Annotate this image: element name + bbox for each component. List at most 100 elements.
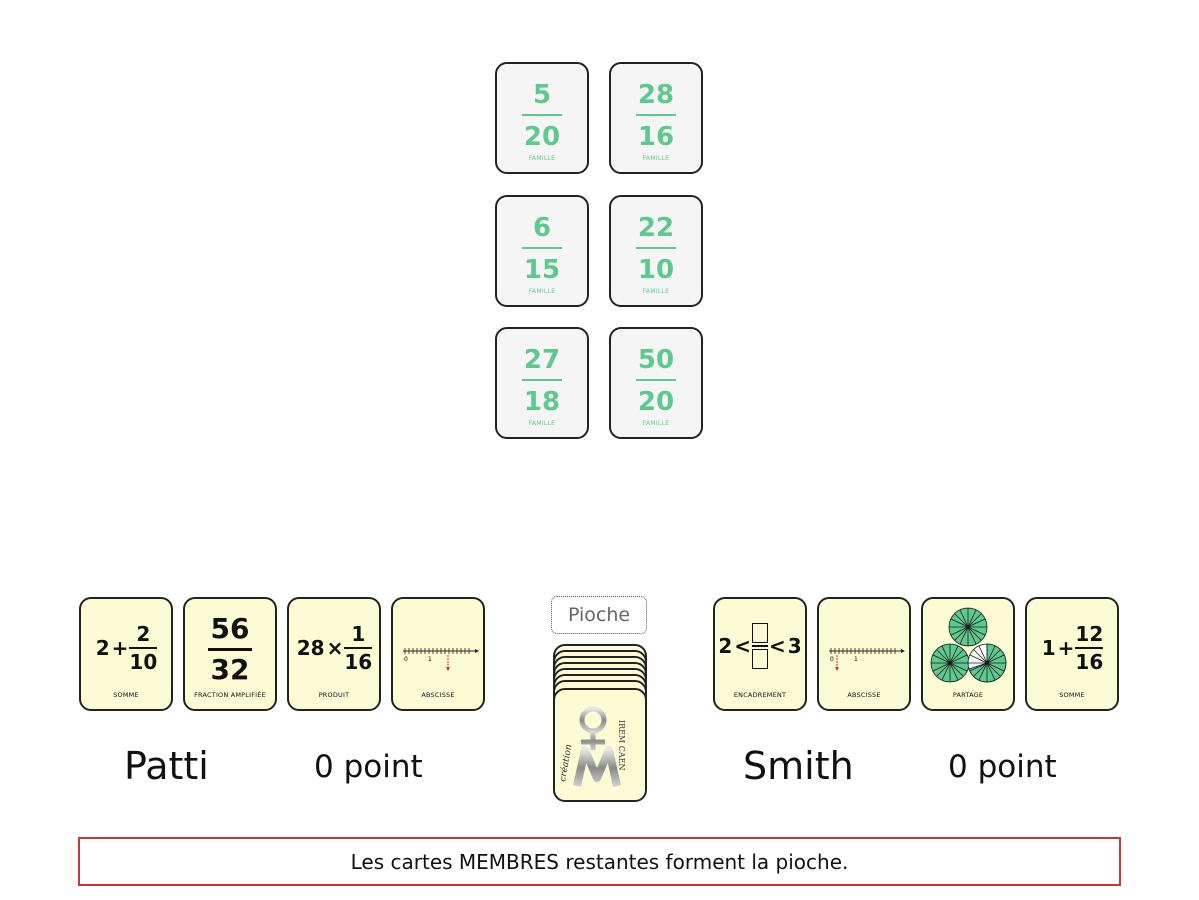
card-expression: 28 × 1 16 (289, 623, 379, 673)
numerator: 1 (351, 622, 366, 646)
numerator-box (752, 623, 768, 643)
axis-zero: 0 (404, 656, 408, 663)
family-card[interactable]: 22 10 FAMILLE (609, 195, 703, 307)
fraction-bar (636, 379, 676, 381)
card-label: FAMILLE (642, 288, 670, 295)
card-label: FRACTION AMPLIFIÉE (194, 691, 266, 699)
card-label: ABSCISSE (847, 691, 881, 699)
hand-card-somme[interactable]: 1 + 12 16 SOMME (1025, 597, 1119, 711)
denominator: 15 (523, 255, 561, 285)
fraction-bar (344, 647, 373, 649)
less-than-sign: < (769, 634, 786, 658)
card-label: FAMILLE (642, 155, 670, 162)
fraction: 28 16 (611, 80, 701, 152)
numerator: 27 (523, 345, 561, 375)
fraction: 50 20 (611, 345, 701, 417)
fraction: 5 20 (497, 80, 587, 152)
fraction-bar (208, 648, 252, 651)
pioche-button[interactable]: Pioche (551, 596, 647, 634)
left-bound: 2 (718, 634, 733, 658)
numerator: 2 (136, 622, 151, 646)
hand-card-somme[interactable]: 2 + 2 10 SOMME (79, 597, 173, 711)
fraction: 1 16 (344, 622, 373, 674)
denominator: 20 (637, 387, 675, 417)
card-label: SOMME (1059, 691, 1085, 699)
irem-logo-icon: IREM CAEN création (557, 706, 626, 787)
hand-card-abscisse[interactable]: 0 1 ABSCISSE (817, 597, 911, 711)
right-bound: 3 (787, 634, 802, 658)
whole-number: 1 (1041, 636, 1056, 660)
deck-top-card[interactable]: IREM CAEN création (553, 688, 647, 802)
numerator: 12 (1075, 622, 1104, 646)
fraction: 27 18 (497, 345, 587, 417)
less-than-sign: < (734, 634, 751, 658)
card-label: FAMILLE (528, 420, 556, 427)
denominator-box (752, 649, 768, 669)
family-card[interactable]: 6 15 FAMILLE (495, 195, 589, 307)
denominator: 32 (210, 653, 250, 686)
denominator: 16 (344, 650, 373, 674)
card-expression: 2 < < 3 (715, 623, 805, 669)
plus-sign: + (1057, 636, 1075, 660)
hand-card-partage[interactable]: PARTAGE (921, 597, 1015, 711)
numerator: 22 (637, 213, 675, 243)
number-line-icon: 0 1 (829, 648, 905, 671)
pie-circles-icon (930, 607, 1007, 683)
numerator: 6 (532, 213, 552, 243)
whole-number: 2 (95, 636, 110, 660)
numerator: 28 (637, 80, 675, 110)
denominator: 10 (637, 255, 675, 285)
card-label: FAMILLE (642, 420, 670, 427)
card-expression: 2 + 2 10 (81, 623, 171, 673)
family-card[interactable]: 27 18 FAMILLE (495, 327, 589, 439)
fraction-bar (129, 647, 158, 649)
times-sign: × (326, 636, 344, 660)
card-expression: 1 + 12 16 (1027, 623, 1117, 673)
hand-card-encadrement[interactable]: 2 < < 3 ENCADREMENT (713, 597, 807, 711)
axis-zero: 0 (830, 656, 834, 663)
family-card[interactable]: 28 16 FAMILLE (609, 62, 703, 174)
fraction-bar (1075, 647, 1104, 649)
fraction: 12 16 (1075, 622, 1104, 674)
fraction-bar (636, 114, 676, 116)
fraction-bar (522, 379, 562, 381)
denominator: 16 (1075, 650, 1104, 674)
family-card[interactable]: 5 20 FAMILLE (495, 62, 589, 174)
player2-score: 0 point (948, 749, 1057, 785)
fraction: 22 10 (611, 213, 701, 285)
card-label: PRODUIT (318, 691, 350, 699)
fraction: 6 15 (497, 213, 587, 285)
family-card[interactable]: 50 20 FAMILLE (609, 327, 703, 439)
card-label: ABSCISSE (421, 691, 455, 699)
number-line-icon: 0 1 (403, 648, 479, 671)
fraction-bar (522, 114, 562, 116)
fraction: 2 10 (129, 622, 158, 674)
player1-score: 0 point (314, 749, 423, 785)
fraction-bar (522, 247, 562, 249)
card-label: SOMME (113, 691, 139, 699)
card-label: FAMILLE (528, 288, 556, 295)
denominator: 16 (637, 122, 675, 152)
fraction-bar (752, 645, 768, 647)
denominator: 10 (129, 650, 158, 674)
hand-card-produit[interactable]: 28 × 1 16 PRODUIT (287, 597, 381, 711)
numerator: 56 (210, 612, 250, 645)
axis-one: 1 (854, 656, 858, 663)
card-label: FAMILLE (528, 155, 556, 162)
denominator: 20 (523, 122, 561, 152)
numerator: 50 (637, 345, 675, 375)
fraction-bar (636, 247, 676, 249)
axis-one: 1 (428, 656, 432, 663)
card-expression: 56 32 (185, 613, 275, 686)
hand-card-fraction-amplifiee[interactable]: 56 32 FRACTION AMPLIFIÉE (183, 597, 277, 711)
svg-text:IREM CAEN: IREM CAEN (617, 720, 626, 771)
whole-number: 28 (296, 636, 325, 660)
fraction: 56 32 (208, 613, 252, 686)
player2-name: Smith (743, 744, 854, 788)
plus-sign: + (111, 636, 129, 660)
svg-text:création: création (557, 743, 574, 782)
hand-card-abscisse[interactable]: 0 1 ABSCISSE (391, 597, 485, 711)
status-message: Les cartes MEMBRES restantes forment la … (78, 837, 1121, 886)
numerator: 5 (532, 80, 552, 110)
card-label: PARTAGE (952, 691, 984, 699)
